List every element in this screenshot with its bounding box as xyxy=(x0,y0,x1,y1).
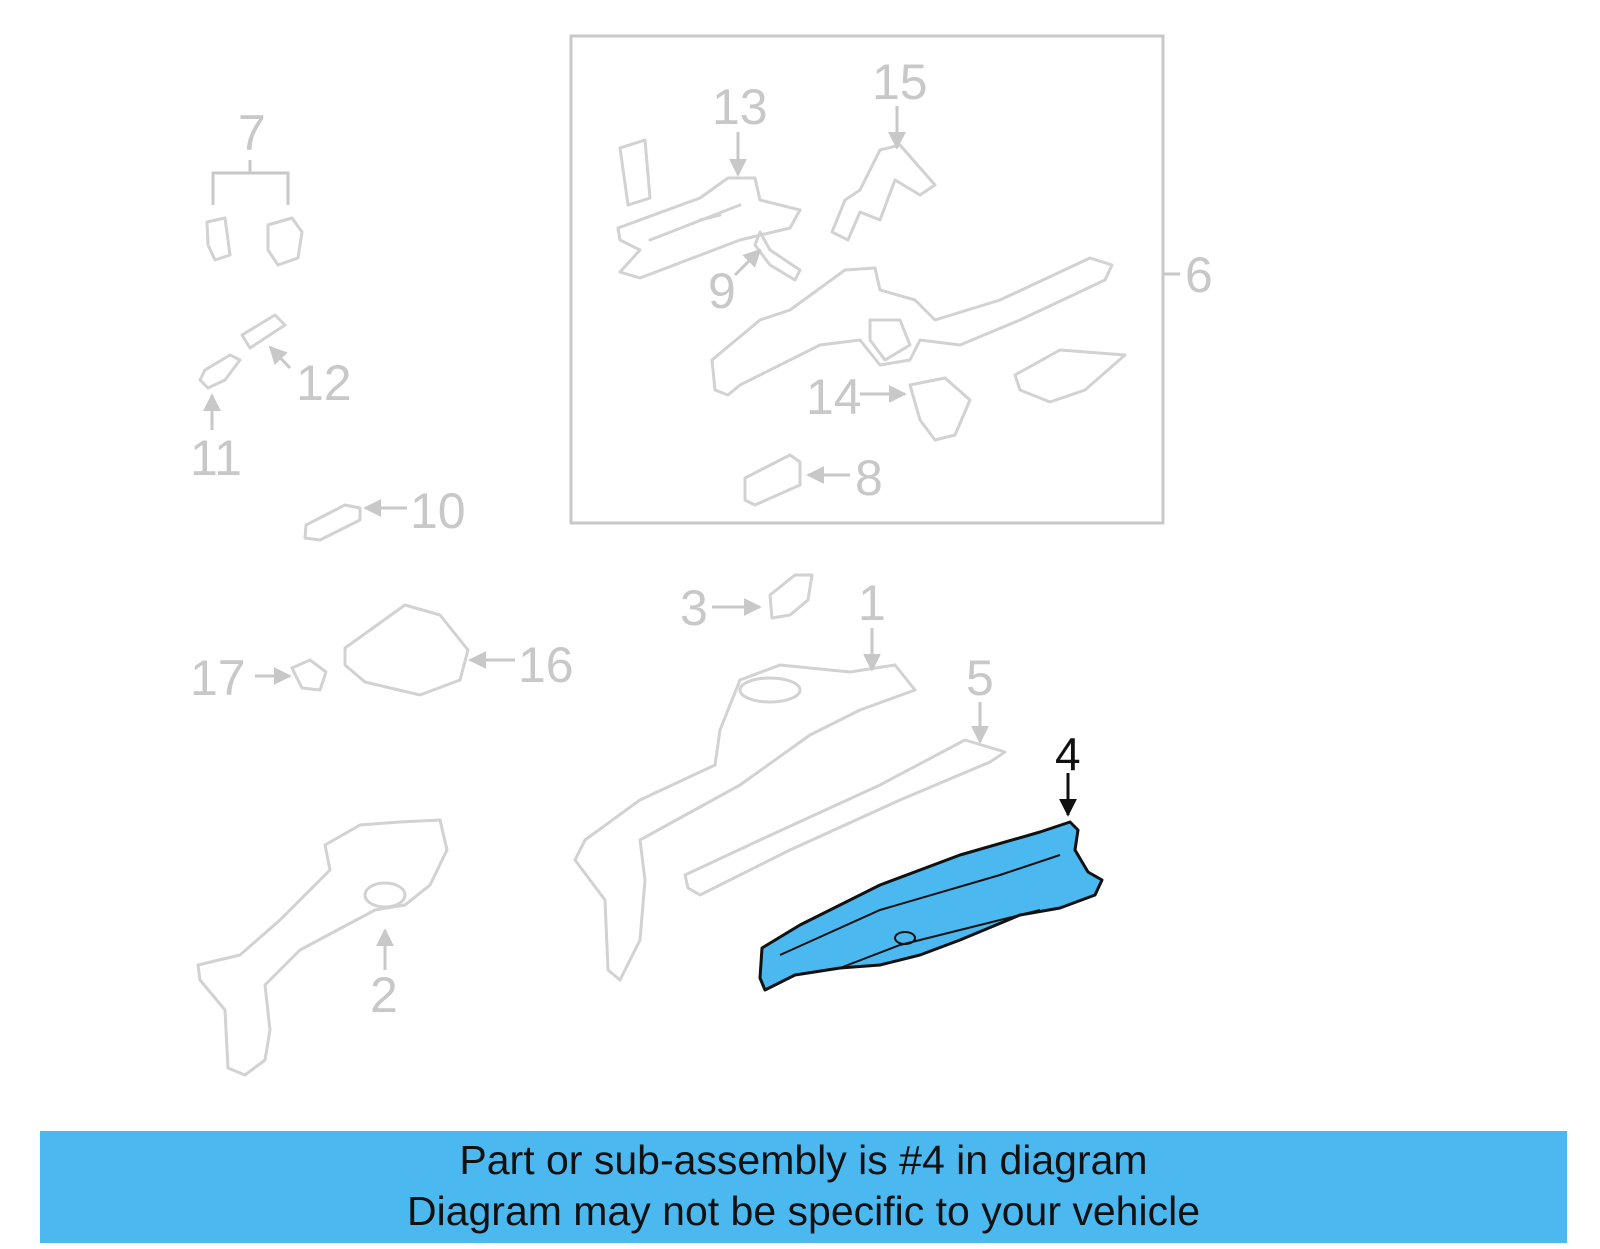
part-2-shape xyxy=(196,818,449,1077)
part-16-shape xyxy=(343,603,470,697)
part-7-shapes xyxy=(205,216,304,267)
info-banner: Part or sub-assembly is #4 in diagram Di… xyxy=(40,1131,1567,1243)
part-15-shape xyxy=(830,143,937,242)
crossmember-shape xyxy=(710,256,1127,404)
callout-5: 5 xyxy=(966,650,994,706)
part-10-shape xyxy=(303,503,362,542)
callout-6: 6 xyxy=(1185,247,1213,303)
banner-line-1: Part or sub-assembly is #4 in diagram xyxy=(459,1137,1148,1183)
part-5-shape xyxy=(683,738,1007,897)
part-8-shape xyxy=(743,453,802,507)
part-17-shape xyxy=(290,658,328,692)
banner-line-2: Diagram may not be specific to your vehi… xyxy=(406,1188,1200,1234)
callout-8: 8 xyxy=(855,450,883,506)
callout-12: 12 xyxy=(296,355,352,411)
part-4-highlighted-shape[interactable] xyxy=(758,820,1104,992)
part-12-shape xyxy=(240,313,287,350)
part-14-shape xyxy=(908,376,972,442)
sub-assembly-box xyxy=(569,34,1165,525)
part-9-shape xyxy=(753,230,802,282)
callout-15: 15 xyxy=(872,54,928,110)
callout-9: 9 xyxy=(708,263,736,319)
part-4-detail-lines xyxy=(779,854,1061,969)
callout-7: 7 xyxy=(238,105,266,161)
callout-1: 1 xyxy=(858,575,886,631)
callout-2: 2 xyxy=(370,967,398,1023)
callout-4: 4 xyxy=(1055,728,1081,780)
callout-14: 14 xyxy=(806,369,862,425)
callout-10: 10 xyxy=(410,483,466,539)
callout-3: 3 xyxy=(680,580,708,636)
callout-11: 11 xyxy=(190,430,242,486)
callout-16: 16 xyxy=(518,637,574,693)
part-11-shape xyxy=(198,353,242,390)
callout-17: 17 xyxy=(190,650,246,706)
part-13-shape xyxy=(616,138,802,280)
part-3-shape xyxy=(768,573,814,620)
callout-13: 13 xyxy=(712,79,768,135)
